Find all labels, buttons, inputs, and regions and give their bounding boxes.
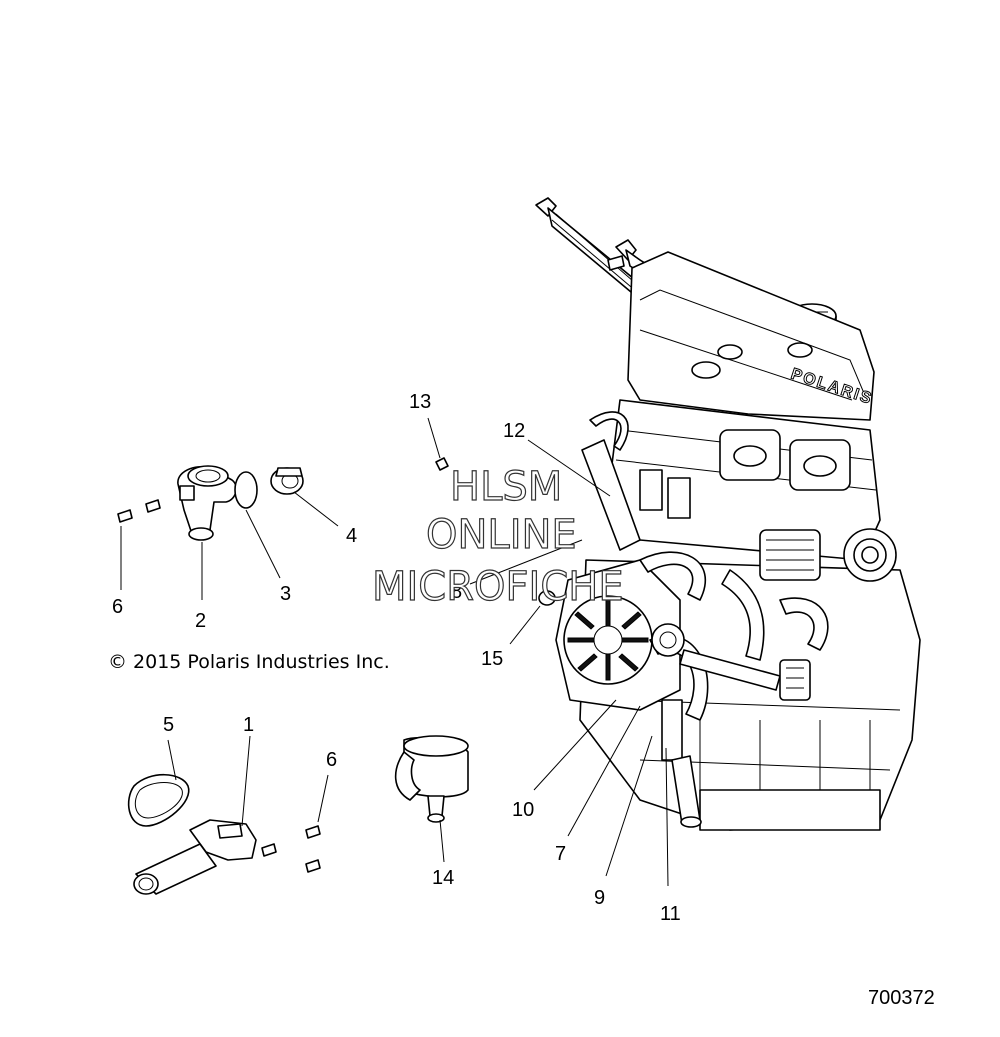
bolt-small-a [117, 499, 161, 523]
callout-2: 2 [195, 610, 206, 632]
callout-6-top: 6 [112, 596, 123, 618]
bolt-group [261, 825, 321, 873]
callout-13: 13 [409, 391, 431, 413]
o-ring-part [234, 471, 258, 509]
stator-cover [555, 559, 681, 711]
callout-8: 8 [451, 581, 462, 603]
water-outlet-part [133, 819, 257, 895]
callout-7: 7 [555, 843, 566, 865]
callout-4: 4 [346, 525, 357, 547]
callout-14: 14 [432, 867, 454, 889]
hose-clamp-part [394, 735, 469, 823]
callout-numbers: 1 2 3 4 5 6 6 7 8 9 10 11 12 13 14 15 [112, 391, 681, 925]
thermostat-part [270, 467, 304, 495]
cylinder-head [609, 399, 881, 561]
callout-6-bottom: 6 [326, 749, 337, 771]
callout-5: 5 [163, 714, 174, 736]
copyright-text: © 2015 Polaris Industries Inc. [108, 651, 390, 673]
callout-9: 9 [594, 887, 605, 909]
water-pump [651, 623, 811, 701]
leader-lines [120, 417, 669, 887]
watermark-line-2: ONLINE [426, 512, 577, 558]
watermark: HLSM ONLINE MICROFICHE [371, 463, 624, 610]
callout-3: 3 [280, 583, 291, 605]
thermostat-housing-part [177, 465, 238, 541]
engine-assembly: POLARIS [535, 197, 921, 831]
seal-ring-part [127, 774, 190, 827]
valve-cover: POLARIS [627, 251, 875, 421]
callout-15: 15 [481, 648, 503, 670]
callout-1: 1 [243, 714, 254, 736]
drawing-number: 700372 [868, 987, 935, 1009]
small-bolt-13 [435, 457, 449, 471]
watermark-line-1: HLSM [450, 464, 562, 510]
callout-10: 10 [512, 799, 534, 821]
grommet-part [538, 590, 556, 606]
callout-12: 12 [503, 420, 525, 442]
oil-cooler [759, 528, 897, 582]
watermark-line-3: MICROFICHE [372, 564, 624, 610]
callout-11: 11 [660, 903, 681, 925]
